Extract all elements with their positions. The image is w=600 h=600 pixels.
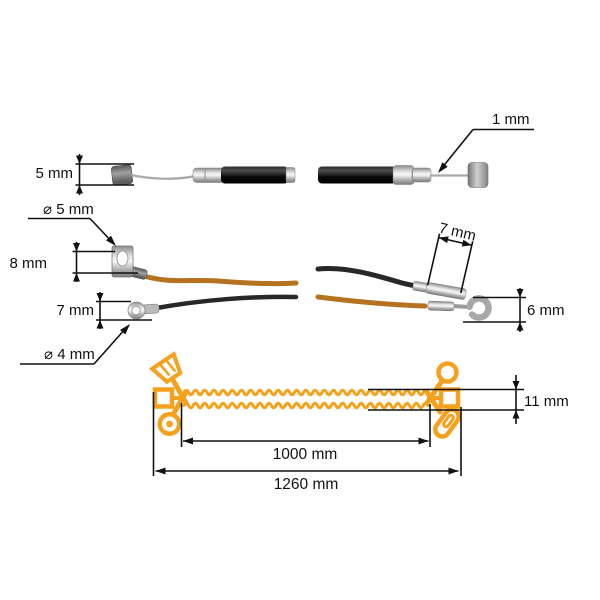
dim-hook-height: 6 mm xyxy=(463,288,565,332)
eyelet-terminal-assembly xyxy=(127,294,299,320)
schematic-left-square xyxy=(152,387,175,409)
dim-inner-wire: 1 mm xyxy=(438,111,534,173)
housing-wave-bottom xyxy=(182,401,430,410)
sheath-end-cap xyxy=(285,167,296,183)
orange-wire-right xyxy=(315,294,428,309)
tab-hole xyxy=(116,250,129,267)
hook-terminal-assembly xyxy=(315,294,492,321)
outer-sheath-right xyxy=(318,166,396,184)
barrel-nipple-square xyxy=(111,164,133,186)
top-cable-right-half xyxy=(318,162,489,188)
dim-housing-height: 11 mm xyxy=(368,375,569,424)
solder-sleeve xyxy=(425,282,467,300)
eyelet-hole xyxy=(131,305,141,316)
dim-sleeve-length: 7 mm xyxy=(426,220,478,294)
adjuster-barrel xyxy=(392,165,415,185)
label-overall-length: 1260 mm xyxy=(274,476,339,493)
label-sleeve-length: 7 mm xyxy=(437,220,477,245)
label-housing-height: 11 mm xyxy=(524,393,569,410)
schematic-left-eyelet-stick xyxy=(171,389,189,416)
schematic-tab-terminal xyxy=(148,351,183,385)
dim-tab-height: 8 mm xyxy=(10,242,138,282)
black-wire-right xyxy=(315,265,420,289)
dim-eyelet-height: 7 mm xyxy=(57,292,152,329)
dim-eyelet-hole: ⌀ 4 mm xyxy=(20,324,130,365)
outer-sheath-left xyxy=(221,166,288,184)
label-nipple-height: 5 mm xyxy=(36,165,74,182)
sleeve-terminal-assembly xyxy=(315,265,467,300)
label-tab-hole-diameter: ⌀ 5 mm xyxy=(43,201,94,218)
orange-wire-left xyxy=(137,272,299,287)
dim-tab-hole: ⌀ 5 mm xyxy=(28,201,116,246)
label-hook-height: 6 mm xyxy=(527,302,565,319)
schematic-right-square xyxy=(438,387,461,409)
housing-wave-top xyxy=(182,388,430,397)
schematic-cable xyxy=(148,351,461,439)
schematic-ring-circle xyxy=(436,361,459,384)
black-wire-left xyxy=(151,294,299,311)
schematic-eyelet-dot xyxy=(166,420,173,428)
label-inner-wire-diameter: 1 mm xyxy=(492,111,530,128)
label-housing-length: 1000 mm xyxy=(273,446,338,463)
schematic-right-paddle-stick xyxy=(424,389,443,415)
label-eyelet-hole-diameter: ⌀ 4 mm xyxy=(44,346,95,363)
schematic-paddle-slot xyxy=(442,413,455,429)
ferrule-left xyxy=(192,167,225,183)
hook-loop xyxy=(466,295,492,321)
barrel-nipple-cylinder xyxy=(467,162,489,188)
tab-terminal-assembly xyxy=(111,245,299,287)
inner-wire-left xyxy=(130,173,196,180)
top-cable-left-half xyxy=(111,164,296,186)
dim-overall-length: 1260 mm xyxy=(152,392,462,493)
label-eyelet-height: 7 mm xyxy=(57,302,95,319)
adjuster-sleeve xyxy=(411,167,432,183)
hook-crimp xyxy=(427,300,455,312)
dim-nipple-height: 5 mm xyxy=(36,154,134,195)
label-tab-height: 8 mm xyxy=(10,255,48,272)
dim-housing-length: 1000 mm xyxy=(180,403,431,463)
